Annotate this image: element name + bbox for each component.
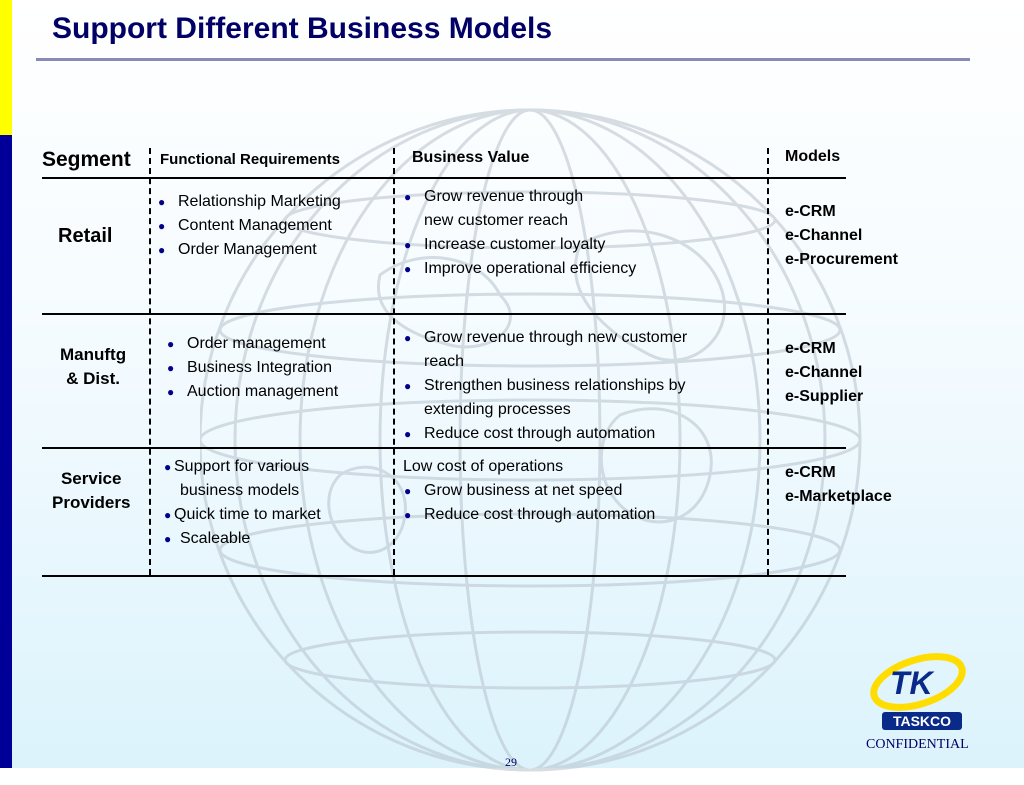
bullet-dot-icon: ● (158, 243, 166, 257)
segment-label: Providers (52, 493, 131, 512)
bullet-dot-icon: ● (404, 427, 412, 441)
functional-list-retail: ●Relationship Marketing ●Content Managem… (158, 190, 341, 262)
segment-label: Service (60, 469, 122, 488)
row-divider (42, 313, 846, 315)
list-item: ●Order management (167, 332, 338, 356)
column-divider (393, 148, 395, 575)
segment-service-providers: Service Providers (52, 467, 130, 515)
value-heading-service-providers: Low cost of operations (403, 458, 564, 475)
segment-retail: Retail (58, 224, 112, 248)
model-item: e-Marketplace (785, 488, 892, 505)
list-item: ●Order Management (158, 238, 341, 262)
page-number: 29 (505, 755, 517, 769)
left-accent-yellow (0, 0, 12, 135)
list-item-continued: new customer reach (424, 212, 569, 229)
models-service-providers: e-CRM e-Marketplace (785, 461, 892, 509)
bullet-dot-icon: ● (404, 379, 412, 393)
model-item: e-Channel (785, 227, 863, 244)
list-item-continued: reach (424, 353, 465, 370)
header-models: Models (785, 148, 841, 165)
segment-label: & Dist. (66, 369, 120, 388)
list-item: ●Quick time to market (164, 503, 321, 527)
list-item: ●Increase customer loyalty (404, 233, 636, 257)
bullet-dot-icon: ● (167, 385, 175, 399)
bullet-dot-icon: ● (164, 532, 172, 546)
taskco-logo-icon: TK TASKCO (870, 653, 966, 730)
bullet-dot-icon: ● (404, 238, 412, 252)
list-item: ●Grow revenue through (404, 185, 636, 209)
list-item: ●Strengthen business relationships by (404, 374, 687, 398)
value-list-manufacturing: ●Grow revenue through new customer reach… (404, 326, 687, 446)
slide-title: Support Different Business Models (52, 12, 553, 45)
row-divider (42, 447, 846, 449)
models-manufacturing: e-CRM e-Channel e-Supplier (785, 337, 863, 409)
bullet-dot-icon: ● (158, 219, 166, 233)
bullet-dot-icon: ● (404, 190, 412, 204)
header-business-value: Business Value (412, 149, 530, 166)
list-item-continued: business models (180, 482, 300, 499)
list-item: ●Auction management (167, 380, 338, 404)
model-item: e-CRM (785, 340, 836, 357)
list-item: ●Reduce cost through automation (404, 422, 687, 446)
list-item: ●Improve operational efficiency (404, 257, 636, 281)
table-header-rule (42, 177, 846, 179)
bullet-dot-icon: ● (167, 337, 175, 351)
header-functional-requirements: Functional Requirements (160, 151, 341, 168)
model-item: e-Channel (785, 364, 863, 381)
value-list-service-providers: ●Grow business at net speed ●Reduce cost… (404, 479, 655, 527)
bullet-dot-icon: ● (158, 195, 166, 209)
title-divider (36, 58, 970, 61)
list-item: ●Grow business at net speed (404, 479, 655, 503)
bullet-dot-icon: ● (404, 331, 412, 345)
value-list-retail: ●Grow revenue through new customer reach… (404, 185, 636, 281)
bullet-dot-icon: ● (164, 508, 172, 522)
models-retail: e-CRM e-Channel e-Procurement (785, 200, 898, 272)
segment-label: Manuftg (60, 345, 127, 364)
header-segment: Segment (42, 148, 131, 171)
left-accent-bar (0, 0, 12, 768)
bullet-dot-icon: ● (404, 262, 412, 276)
model-item: e-Procurement (785, 251, 898, 268)
column-divider (149, 148, 151, 575)
bullet-dot-icon: ● (404, 508, 412, 522)
list-item: ●Support for various (164, 455, 321, 479)
svg-text:TASKCO: TASKCO (893, 713, 951, 729)
table-bottom-rule (42, 575, 846, 577)
list-item: ●Grow revenue through new customer (404, 326, 687, 350)
svg-text:TK: TK (890, 665, 936, 701)
column-divider (767, 148, 769, 575)
list-item: ●Reduce cost through automation (404, 503, 655, 527)
list-item-continued: extending processes (424, 401, 571, 418)
list-item: ●Scaleable (164, 527, 321, 551)
model-item: e-CRM (785, 464, 836, 481)
bullet-dot-icon: ● (404, 484, 412, 498)
confidential-label: CONFIDENTIAL (866, 737, 969, 752)
list-item: ●Business Integration (167, 356, 338, 380)
functional-list-manufacturing: ●Order management ●Business Integration … (167, 332, 338, 404)
bullet-dot-icon: ● (164, 460, 172, 474)
bullet-dot-icon: ● (167, 361, 175, 375)
functional-list-service-providers: ●Support for various business models ●Qu… (164, 455, 321, 551)
list-item: ●Relationship Marketing (158, 190, 341, 214)
model-item: e-CRM (785, 203, 836, 220)
model-item: e-Supplier (785, 388, 864, 405)
list-item: ●Content Management (158, 214, 341, 238)
segment-label: Retail (58, 225, 113, 247)
segment-manufacturing: Manuftg & Dist. (60, 343, 126, 391)
